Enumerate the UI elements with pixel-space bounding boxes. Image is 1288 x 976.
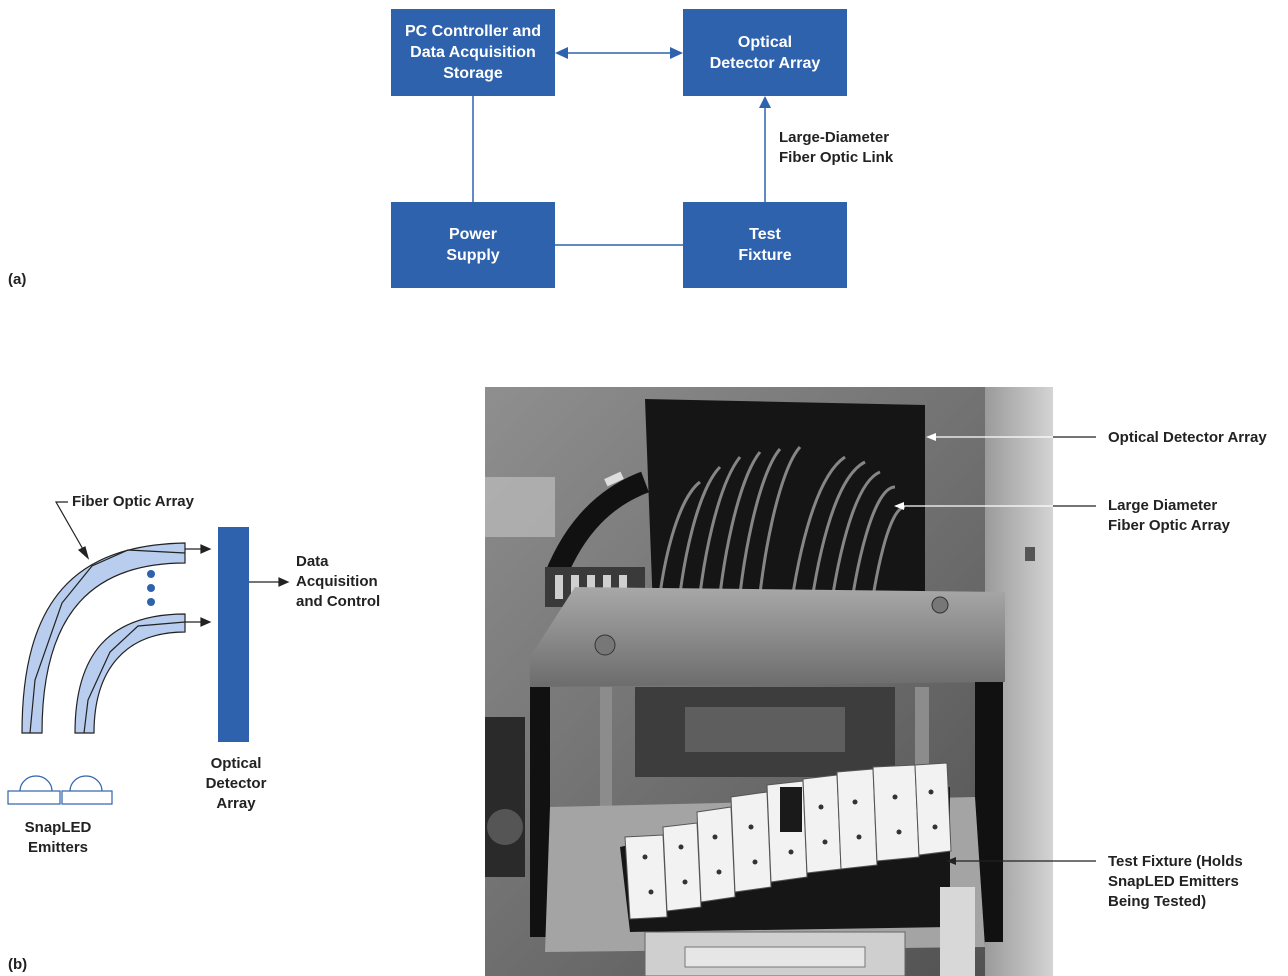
callout-test-fixture: Test Fixture (Holds SnapLED Emitters Bei…: [1108, 852, 1243, 912]
callout-optical-detector-array: Optical Detector Array: [1108, 428, 1267, 448]
callout-fiber-optic-array: Large Diameter Fiber Optic Array: [1108, 496, 1230, 536]
